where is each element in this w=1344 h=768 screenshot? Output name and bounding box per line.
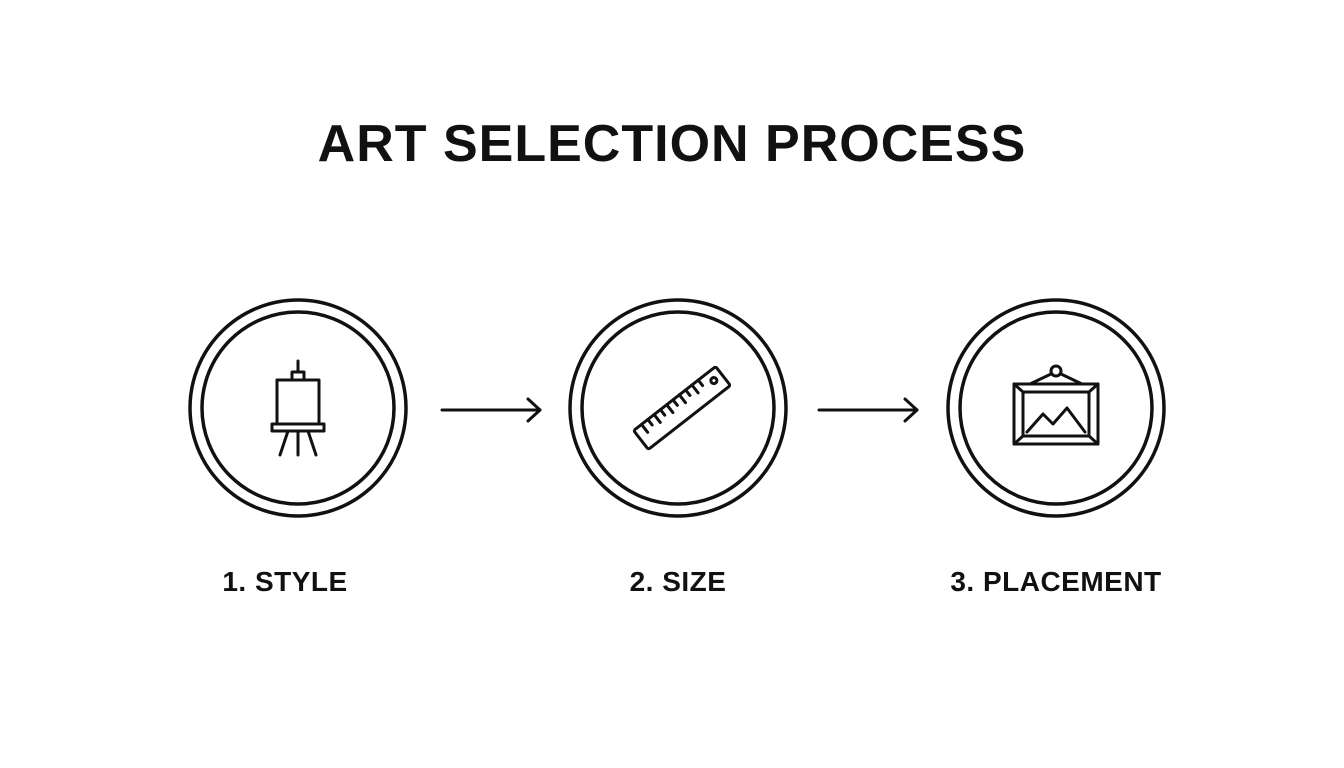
step-label-placement: 3. PLACEMENT <box>950 566 1162 597</box>
step-size-circle <box>568 298 788 518</box>
step-style-circle <box>188 298 408 518</box>
easel-icon <box>270 359 326 457</box>
step-label-style: 1. STYLE <box>222 566 348 597</box>
arrow-right-icon <box>817 394 921 426</box>
framed-picture-icon <box>1012 364 1100 446</box>
step-label-size: 2. SIZE <box>629 566 727 597</box>
step-placement-circle <box>946 298 1166 518</box>
arrow-right-icon <box>440 394 544 426</box>
ruler-icon <box>632 365 732 451</box>
page-title: ART SELECTION PROCESS <box>317 115 1027 173</box>
